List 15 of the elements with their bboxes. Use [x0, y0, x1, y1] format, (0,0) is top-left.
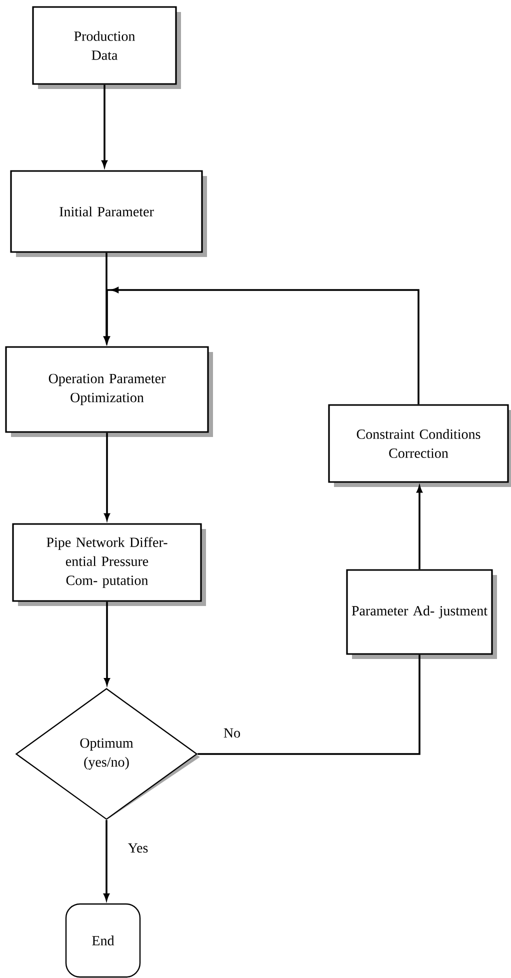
edge-label: Yes [126, 842, 150, 854]
arrow [104, 820, 110, 900]
arrow [102, 84, 108, 168]
process-box: Initial Parameter [10, 170, 207, 257]
arrow [104, 432, 110, 520]
process-box: Operation Parameter Optimization [5, 346, 213, 437]
arrow [104, 287, 420, 404]
terminal-box: End [65, 903, 141, 978]
process-box: Constraint Conditions Correction [328, 404, 511, 487]
arrow [104, 602, 110, 685]
process-box: Parameter Ad- justment [346, 569, 497, 659]
edge-label: No [222, 727, 242, 739]
process-box: Production Data [32, 6, 181, 89]
process-box: Pipe Network Differ- ential Pressure Com- putation [12, 523, 206, 606]
arrow [416, 486, 422, 570]
